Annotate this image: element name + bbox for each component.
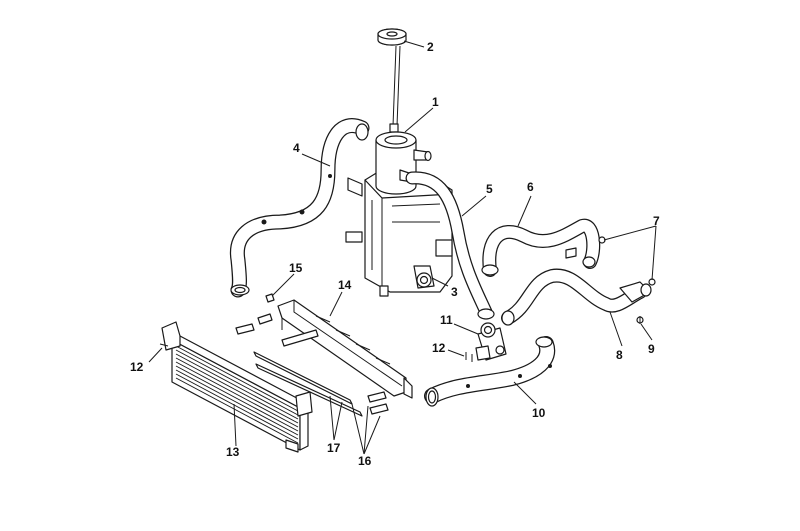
part-13-radiator [161,321,313,453]
part-16-seal-pieces [367,391,389,415]
callout-4: 4 [293,141,300,155]
part-14-bracket [277,299,413,399]
callout-3: 3 [451,285,458,299]
part-11-thermostat-housing [475,322,507,361]
part-8-hose [501,268,652,326]
part-6-hose [481,218,601,277]
part-9-screw [636,316,644,324]
callout-16: 16 [358,454,372,468]
part-7-hose-clamps [598,236,656,286]
leader-lines [148,40,657,455]
callout-10: 10 [532,406,546,420]
callout-14: 14 [338,278,352,292]
callout-15: 15 [289,261,303,275]
callout-11: 11 [440,313,453,327]
part-17-seal-strips [253,351,363,417]
callout-12-right: 12 [432,341,446,355]
part-3-outlet-fitting [413,265,435,289]
callout-6: 6 [527,180,534,194]
part-1-expansion-tank [345,131,453,297]
callout-1: 1 [432,95,439,109]
callout-7: 7 [653,214,660,228]
part-12-bolts-right [465,352,473,362]
part-5-hose [405,171,495,320]
callout-5: 5 [486,182,493,196]
part-2-filler-cap-dipstick [377,28,407,133]
seal-strips-left [235,313,319,347]
callout-labels: 1 2 3 4 5 6 7 8 9 10 11 12 12 13 14 15 1… [130,40,660,468]
callout-17: 17 [327,441,341,455]
part-4-hose [229,118,370,298]
part-12-bolt-left [159,343,169,347]
part-10-hose [424,336,556,407]
callout-8: 8 [616,348,623,362]
callout-9: 9 [648,342,655,356]
callout-2: 2 [427,40,434,54]
callout-12-left: 12 [130,360,144,374]
callout-13: 13 [226,445,240,459]
